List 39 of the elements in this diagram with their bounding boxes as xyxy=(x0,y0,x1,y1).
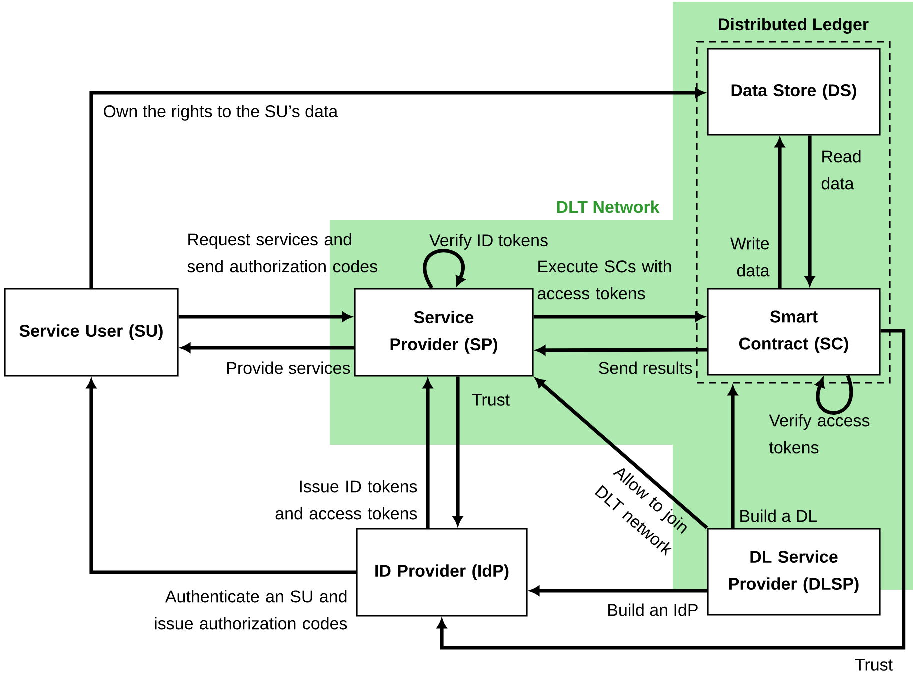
edge-label: Issue ID tokens and access tokens xyxy=(276,480,418,520)
arrow xyxy=(90,88,705,288)
arrow xyxy=(437,329,906,650)
entity-box: Service User (SU) xyxy=(4,288,179,377)
edge-label: Build a DL xyxy=(740,510,818,522)
edge-label: Provide services xyxy=(228,362,350,374)
arrow xyxy=(86,379,356,574)
edge-label: Execute SCs with access tokens xyxy=(538,260,672,300)
edge-label: Verify access tokens xyxy=(769,414,870,454)
entity-box: ID Provider (IdP) xyxy=(356,528,528,617)
arrow xyxy=(805,136,815,286)
edge-label: Trust xyxy=(472,394,510,406)
edge-label: Build an IdP xyxy=(608,604,698,616)
arrow xyxy=(453,376,463,526)
entity-box: Data Store (DS) xyxy=(707,48,881,136)
arrow xyxy=(728,386,738,528)
arrow xyxy=(423,379,433,528)
edge-label: Own the rights to the SU’s data xyxy=(104,105,338,121)
edge-label: Read data xyxy=(822,150,861,190)
arrow xyxy=(534,312,705,322)
arrow xyxy=(536,346,708,356)
loop-arrow xyxy=(816,375,853,415)
edge-label: Trust xyxy=(855,659,893,671)
entity-box: Smart Contract (SC) xyxy=(707,288,881,376)
loop-arrow xyxy=(423,249,465,289)
entity-box: DL Service Provider (DLSP) xyxy=(707,528,881,616)
edge-label: Verify ID tokens xyxy=(430,234,548,250)
edge-label: Authenticate an SU and issue authorization codes xyxy=(155,590,348,630)
entity-box: Service Provider (SP) xyxy=(354,288,534,377)
edge-label: Write data xyxy=(730,237,770,277)
arrow xyxy=(775,138,785,288)
arrow xyxy=(178,312,352,322)
group-label: Distributed Ledger xyxy=(719,18,869,34)
edge-label: Send results xyxy=(599,362,692,374)
arrow xyxy=(535,378,708,530)
arrow xyxy=(181,343,354,353)
arrow xyxy=(530,586,708,596)
region-label: DLT Network xyxy=(557,200,660,214)
edge-label: Request services and send authorization codes xyxy=(188,233,378,273)
